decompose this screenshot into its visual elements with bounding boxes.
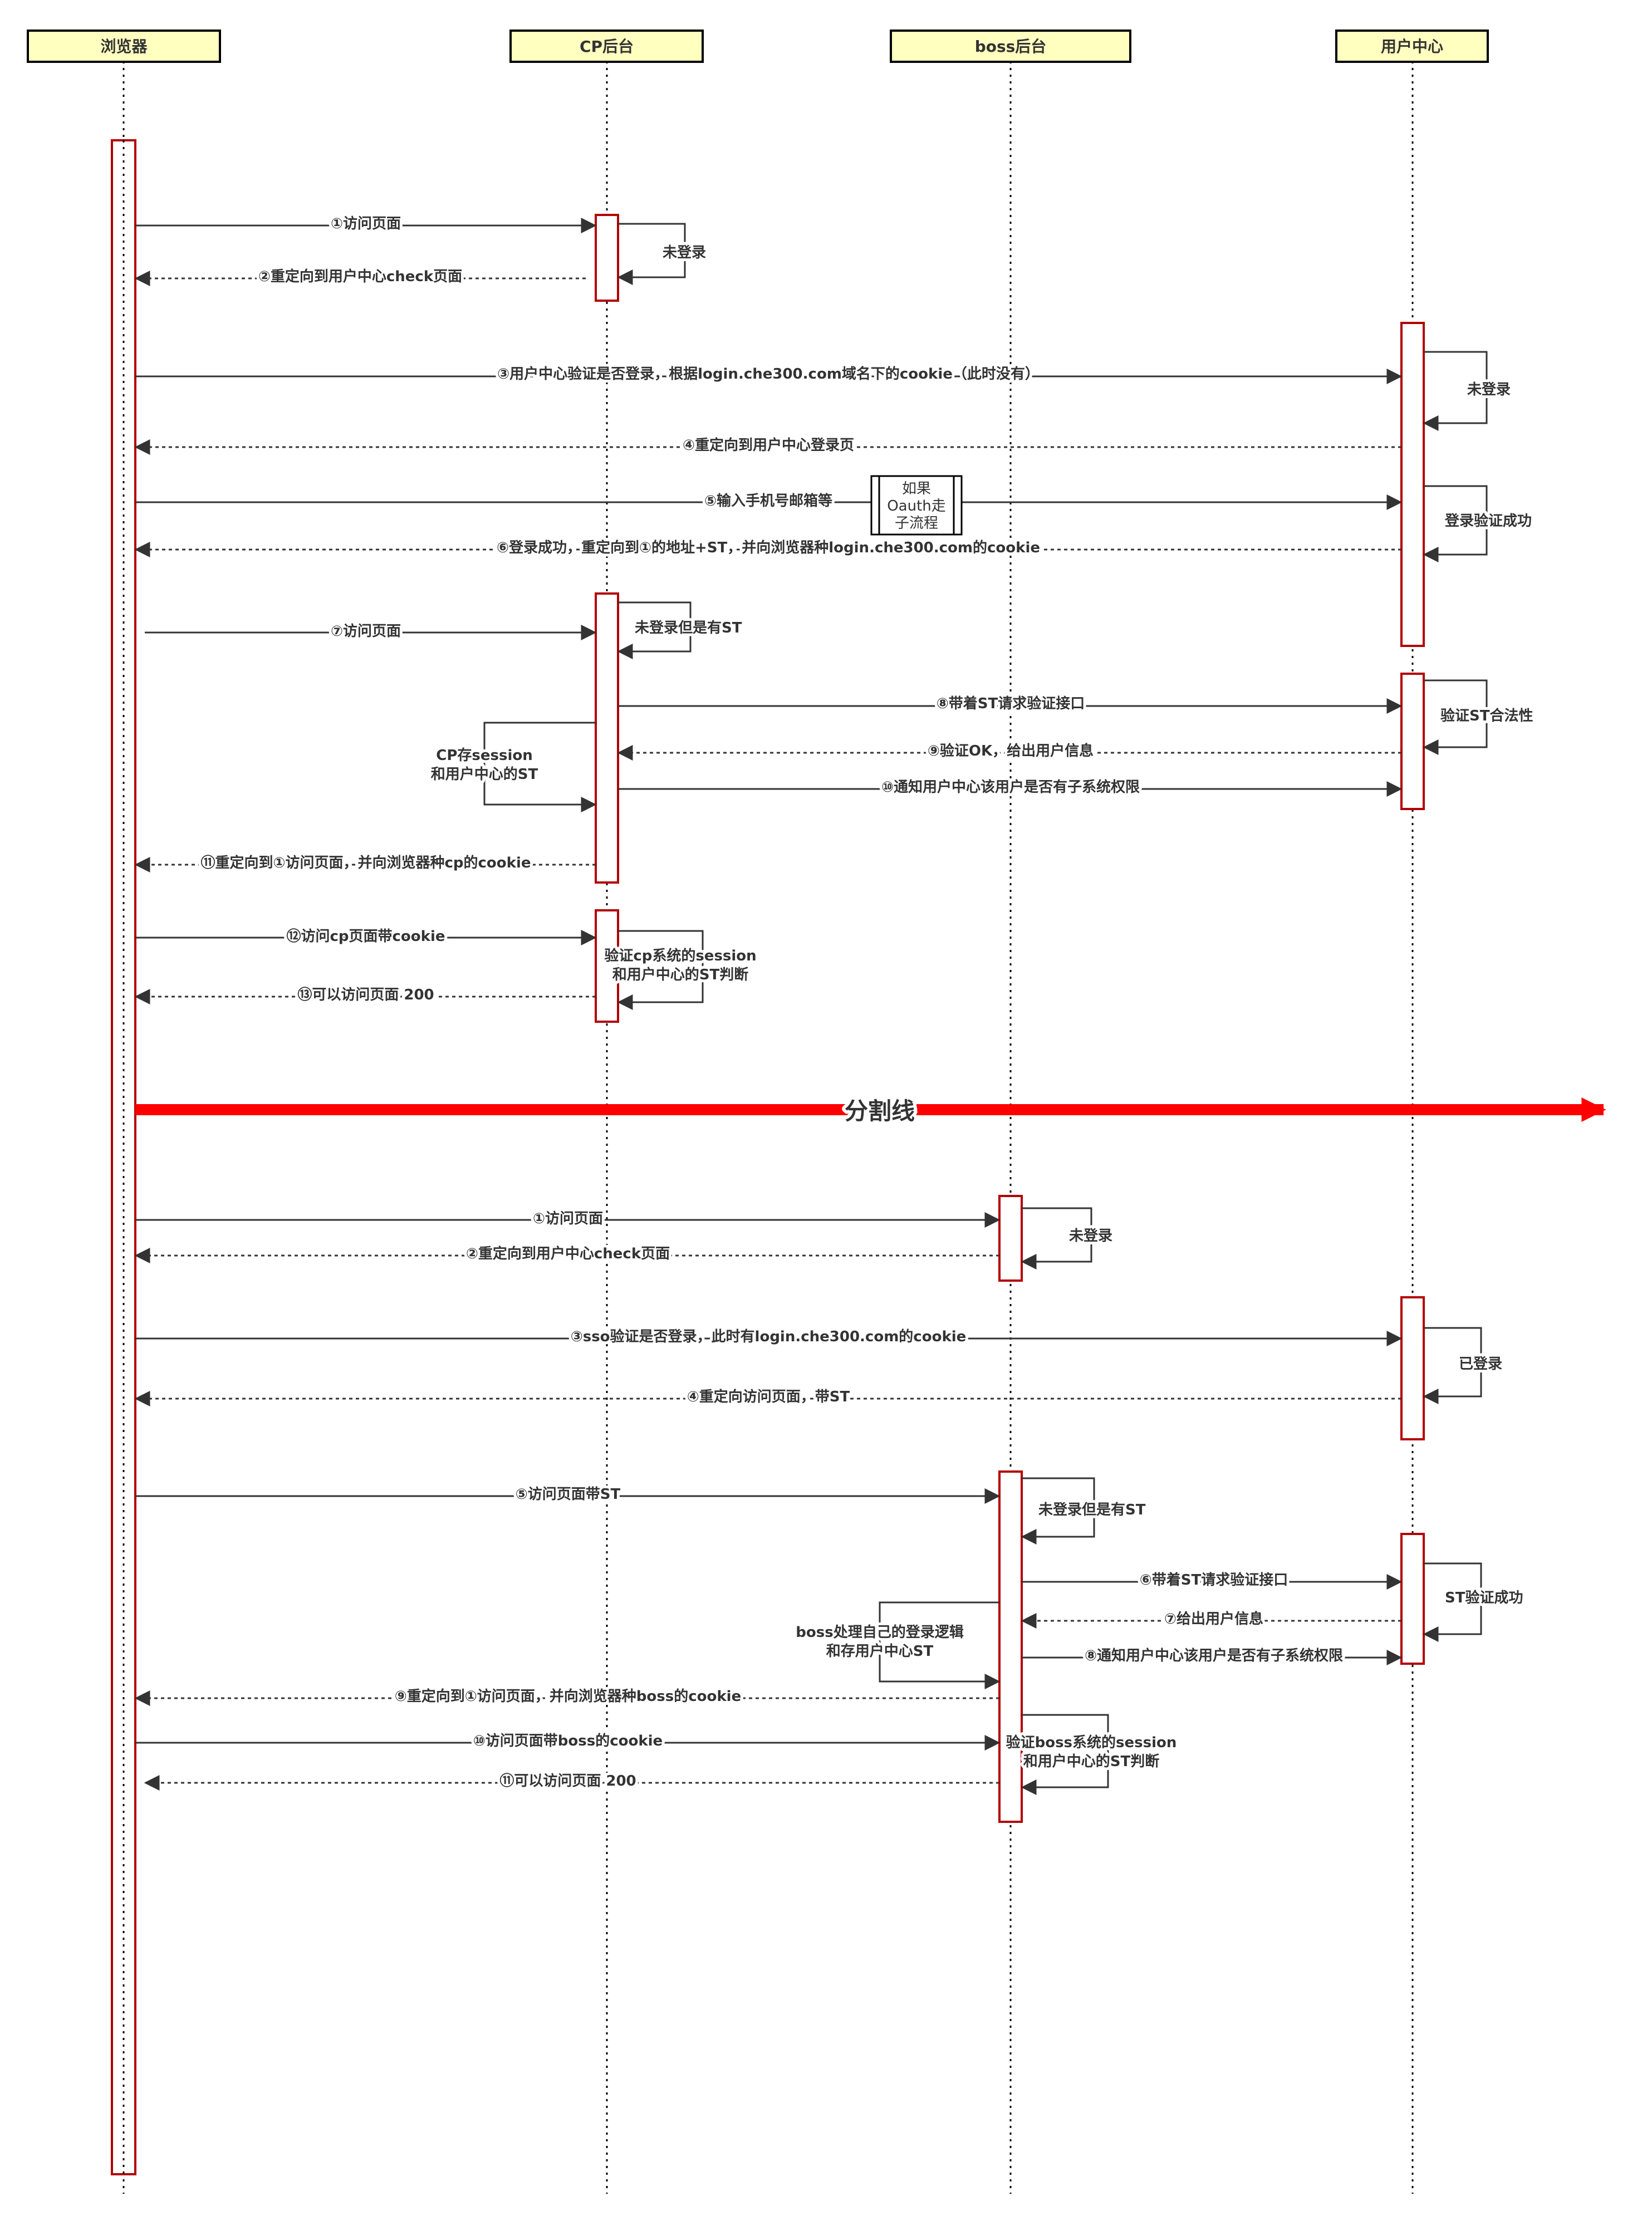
participant-box-cp	[509, 30, 704, 63]
message-label-m8: ⑧带着ST请求验证接口	[937, 695, 1085, 712]
self-call-arrow-s3	[1423, 485, 1488, 562]
message-label-b10: ⑩访问页面带boss的cookie	[473, 1732, 663, 1749]
message-label-b6: ⑥带着ST请求验证接口	[1140, 1571, 1288, 1589]
message-label-m13: ⑬可以访问页面 200	[297, 986, 434, 1003]
self-call-arrow-s1	[617, 223, 686, 285]
self-call-label-s7-1: 和用户中心的ST判断	[612, 966, 748, 983]
oauth-note-box	[870, 475, 963, 536]
message-label-b3: ③sso验证是否登录，此时有login.che300.com的cookie	[571, 1328, 967, 1345]
self-call-label-s6-1: 和用户中心的ST	[431, 766, 538, 783]
participant-label-cp: CP后台	[580, 37, 634, 56]
message-label-m4: ④重定向到用户中心登录页	[683, 437, 854, 454]
message-label-m5: ⑤输入手机号邮箱等	[704, 492, 832, 509]
self-call-label-s10-0: 未登录但是有ST	[1038, 1501, 1146, 1518]
activation-cp-3	[595, 909, 619, 1023]
message-label-b8: ⑧通知用户中心该用户是否有子系统权限	[1085, 1647, 1343, 1664]
self-call-arrow-s10	[1021, 1477, 1095, 1545]
participant-box-uc	[1335, 30, 1489, 63]
self-call-label-s12-0: boss处理自己的登录逻辑	[796, 1624, 963, 1641]
self-call-label-s6-0: CP存session	[436, 747, 532, 764]
activation-uc-4	[1400, 1533, 1425, 1665]
participant-label-browser: 浏览器	[100, 37, 148, 56]
activation-uc-3	[1400, 1296, 1425, 1440]
oauth-note-line-0: 如果	[902, 481, 931, 497]
self-call-label-s3-0: 登录验证成功	[1444, 512, 1532, 530]
self-call-label-s9-0: 已登录	[1459, 1355, 1502, 1372]
self-call-label-s2-0: 未登录	[1467, 381, 1511, 398]
self-call-arrow-s11	[1423, 1562, 1482, 1642]
activation-cp-1	[595, 214, 619, 302]
self-call-label-s1-0: 未登录	[663, 244, 706, 261]
self-call-arrow-s8	[1021, 1207, 1092, 1269]
self-call-label-s13-0: 验证boss系统的session	[1006, 1734, 1177, 1751]
message-label-m2: ②重定向到用户中心check页面	[258, 268, 462, 285]
message-label-m10: ⑩通知用户中心该用户是否有子系统权限	[881, 778, 1140, 796]
self-call-label-s13-1: 和用户中心的ST判断	[1023, 1753, 1159, 1770]
message-label-b9: ⑨重定向到①访问页面，并向浏览器种boss的cookie	[395, 1688, 741, 1705]
message-label-b4: ④重定向访问页面，带ST	[687, 1388, 850, 1405]
message-label-b1: ①访问页面	[533, 1210, 603, 1227]
activation-boss-2	[998, 1470, 1023, 1823]
self-call-label-s5-0: 验证ST合法性	[1440, 707, 1533, 724]
message-label-m6: ⑥登录成功，重定向到①的地址+ST，并向浏览器种login.che300.com…	[497, 539, 1040, 556]
participant-label-uc: 用户中心	[1381, 37, 1443, 56]
self-call-label-s7-0: 验证cp系统的session	[604, 947, 756, 964]
message-label-m12: ⑫访问cp页面带cookie	[287, 928, 445, 945]
self-call-arrow-s7	[617, 930, 704, 1010]
self-call-arrow-s5	[1423, 679, 1488, 755]
self-call-arrow-s13	[1021, 1714, 1109, 1795]
activation-cp-2	[595, 592, 619, 884]
message-label-m9: ⑨验证OK，给出用户信息	[928, 742, 1094, 759]
message-label-m11: ⑪重定向到①访问页面，并向浏览器种cp的cookie	[200, 854, 531, 871]
message-label-b2: ②重定向到用户中心check页面	[466, 1245, 670, 1262]
self-call-label-s8-0: 未登录	[1069, 1227, 1112, 1244]
self-call-label-s12-1: 和存用户中心ST	[826, 1643, 934, 1660]
participant-box-browser	[27, 30, 221, 63]
message-label-b11: ⑪可以访问页面 200	[499, 1772, 636, 1790]
message-label-b5: ⑤访问页面带ST	[516, 1486, 621, 1503]
activation-uc-2	[1400, 673, 1425, 810]
self-call-label-s11-0: ST验证成功	[1445, 1589, 1523, 1606]
self-call-label-s4-0: 未登录但是有ST	[635, 619, 742, 636]
message-label-m7: ⑦访问页面	[331, 623, 401, 640]
self-call-arrow-s6	[483, 722, 597, 812]
self-call-arrow-s9	[1423, 1327, 1482, 1404]
activation-uc-1	[1400, 322, 1425, 647]
self-call-arrow-s12	[879, 1601, 1001, 1689]
participant-label-boss: boss后台	[975, 37, 1047, 56]
self-call-arrow-s2	[1423, 351, 1488, 431]
oauth-note-line-2: 子流程	[895, 515, 938, 532]
message-label-m1: ①访问页面	[331, 215, 401, 232]
message-label-m3: ③用户中心验证是否登录，根据login.che300.com域名下的cookie…	[497, 365, 1040, 383]
activation-boss-1	[998, 1195, 1023, 1282]
self-call-arrow-s4	[617, 601, 692, 659]
divider-label: 分割线	[845, 1097, 915, 1125]
message-label-b7: ⑦给出用户信息	[1164, 1610, 1263, 1627]
participant-box-boss	[890, 30, 1131, 63]
oauth-note-line-1: Oauth走	[887, 498, 946, 514]
